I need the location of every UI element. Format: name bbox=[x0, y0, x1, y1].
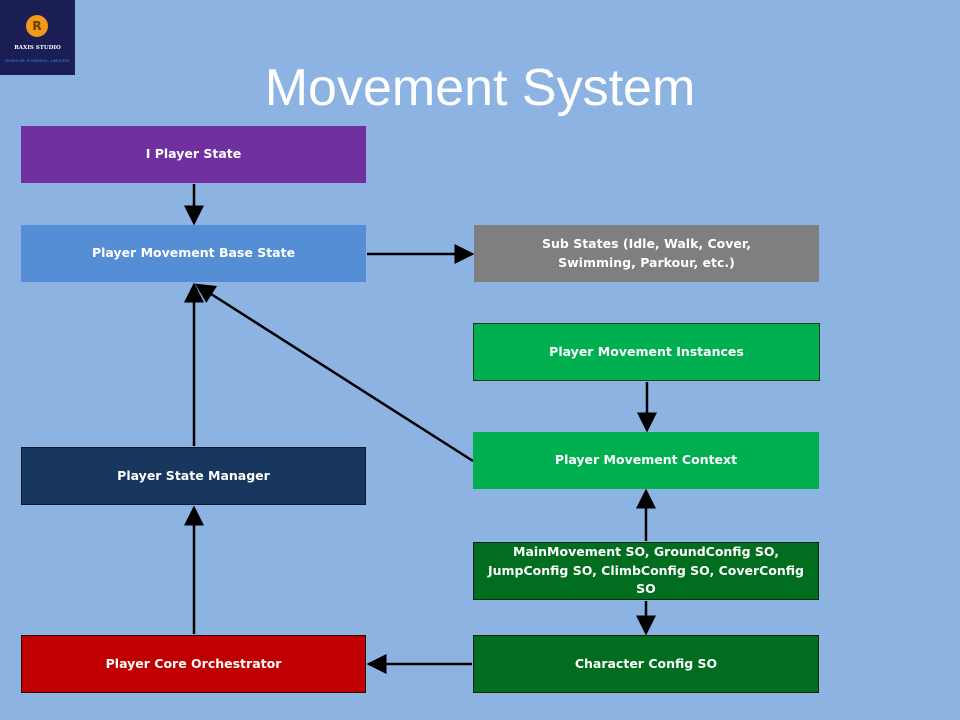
node-player-movement-instances: Player Movement Instances bbox=[473, 323, 820, 381]
logo-name: RAXIS STUDIO bbox=[14, 45, 61, 51]
node-player-movement-context: Player Movement Context bbox=[473, 432, 819, 489]
logo-mark: R bbox=[26, 15, 48, 37]
node-i-player-state: I Player State bbox=[21, 126, 366, 183]
node-character-config-so: Character Config SO bbox=[473, 635, 819, 693]
edge-context-base bbox=[194, 283, 474, 463]
node-sub-states: Sub States (Idle, Walk, Cover, Swimming,… bbox=[474, 225, 819, 282]
page-title: Movement System bbox=[264, 59, 696, 117]
node-config-scriptable-objects: MainMovement SO, GroundConfig SO, JumpCo… bbox=[473, 542, 819, 600]
logo-tagline: MODULAR. POWERFUL. LIMITLESS bbox=[5, 58, 70, 63]
node-player-core-orchestrator: Player Core Orchestrator bbox=[21, 635, 366, 693]
node-player-movement-base-state: Player Movement Base State bbox=[21, 225, 366, 282]
node-player-state-manager: Player State Manager bbox=[21, 447, 366, 505]
raxis-studio-logo: R RAXIS STUDIO MODULAR. POWERFUL. LIMITL… bbox=[0, 0, 75, 75]
